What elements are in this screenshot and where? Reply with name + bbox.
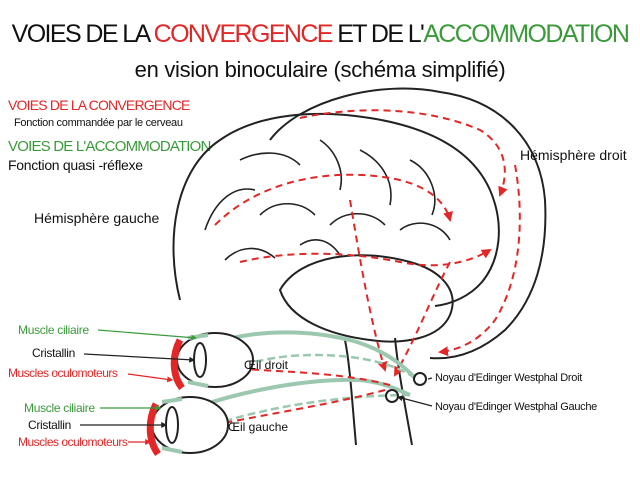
label-muscle-ciliaire-2: Muscle ciliaire <box>24 401 95 415</box>
page-title: VOIES DE LA CONVERGENCE ET DE L'ACCOMMOD… <box>0 20 640 49</box>
legend-accommodation-title: VOIES DE L'ACCOMMODATION <box>8 138 211 155</box>
label-oeil-gauche: Œil gauche <box>228 420 289 434</box>
convergence-path-right <box>438 164 521 357</box>
legend-accommodation-desc: Fonction quasi -réflexe <box>8 157 143 173</box>
convergence-path-middle <box>214 173 453 226</box>
label-muscle-ciliaire-1: Muscle ciliaire <box>18 323 89 337</box>
label-muscles-oculomoteurs-1: Muscles oculomoteurs <box>8 366 118 380</box>
label-noyau-gauche: Noyau d'Edinger Westphal Gauche <box>435 401 597 413</box>
page-subtitle: en vision binoculaire (schéma simplifié) <box>134 57 506 82</box>
brainstem <box>344 337 413 446</box>
title-accommodation: ACCOMMODATION <box>423 20 630 48</box>
temporal-lobe <box>278 254 454 343</box>
convergence-path-upper <box>299 109 508 197</box>
label-cristallin-1: Cristallin <box>32 346 76 360</box>
convergence-path-lower <box>239 248 492 267</box>
legend-convergence-title: VOIES DE LA CONVERGENCE <box>8 97 190 113</box>
legend-convergence-desc: Fonction commandée par le cerveau <box>14 117 183 129</box>
leader-cristallin-1 <box>83 353 196 363</box>
leader-muscles-oculomoteurs-1 <box>127 373 174 383</box>
right-eye-muscle <box>170 338 185 391</box>
left-eye-lens <box>165 406 179 444</box>
leader-noyau-droit <box>427 377 433 380</box>
noyau-droit-marker <box>413 372 427 386</box>
label-oeil-droit: Œil droit <box>244 358 289 372</box>
convergence-path-cross <box>394 261 451 377</box>
oculomotor-path-1 <box>228 363 391 386</box>
label-muscles-oculomoteurs-2: Muscles oculomoteurs <box>18 435 128 449</box>
right-eye-lens <box>193 342 207 378</box>
title-part2: ET DE L' <box>331 20 425 48</box>
brain-gyri <box>204 139 451 261</box>
leader-noyau-gauche <box>396 395 433 407</box>
label-noyau-droit: Noyau d'Edinger Westphal Droit <box>435 372 582 384</box>
label-cristallin-2: Cristallin <box>28 418 72 432</box>
label-hemisphere-droit: Hémisphère droit <box>520 147 627 163</box>
leader-muscle-ciliaire-1 <box>97 329 198 341</box>
right-hemisphere-outline <box>269 87 547 360</box>
left-hemisphere-outline <box>172 112 500 307</box>
left-eye-ciliary <box>161 397 183 454</box>
title-part1: VOIES DE LA <box>11 20 154 48</box>
label-hemisphere-gauche: Hémisphère gauche <box>34 210 160 226</box>
convergence-path-descending <box>349 199 388 372</box>
title-convergence: CONVERGENCE <box>153 20 334 48</box>
